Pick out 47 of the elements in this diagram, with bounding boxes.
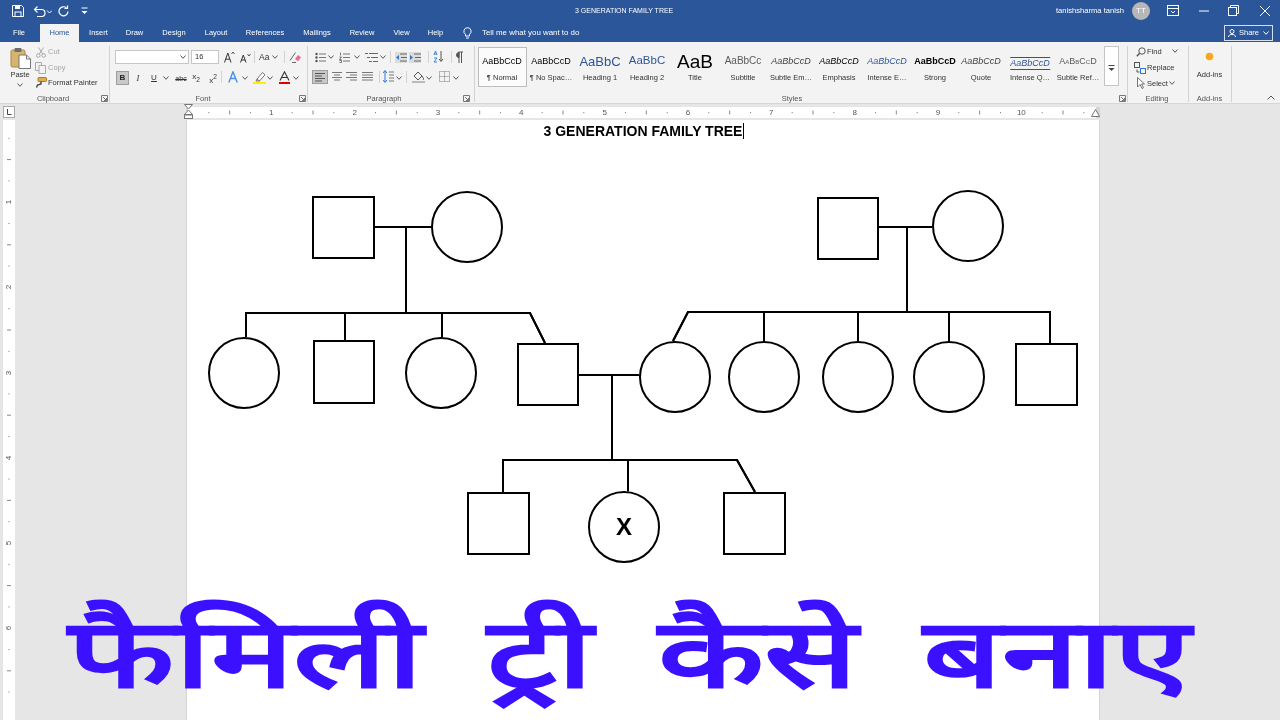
style-preview: AaBbCcD bbox=[1059, 56, 1097, 66]
style-preview: AaBbCc bbox=[724, 56, 762, 66]
ruler-number: 2 bbox=[352, 108, 357, 117]
square-symbol bbox=[313, 340, 375, 404]
connector-line bbox=[906, 226, 1051, 344]
ruler-number: 3 bbox=[435, 108, 441, 117]
ruler-number: 4 bbox=[5, 455, 13, 460]
style-preview: AaBbCcD bbox=[482, 56, 522, 66]
style-preview: AaBbCcD bbox=[1010, 56, 1050, 70]
style-preview: AaB bbox=[677, 51, 713, 71]
square-symbol bbox=[723, 492, 786, 555]
square-symbol bbox=[1015, 343, 1078, 406]
square-symbol bbox=[517, 343, 579, 406]
ruler-number: 9 bbox=[935, 108, 941, 117]
ruler-number: 8 bbox=[852, 108, 857, 117]
connector-line bbox=[405, 226, 546, 344]
square-symbol bbox=[467, 492, 530, 555]
ruler-number: 4 bbox=[519, 108, 524, 117]
italic-label: I bbox=[136, 74, 140, 83]
style-preview: AaBbCcD bbox=[531, 56, 571, 66]
overlay-title: फैमिली ट्री कैसे बनाए bbox=[53, 590, 1205, 720]
ruler-number: 7 bbox=[769, 108, 774, 117]
ruler-number: 1 bbox=[5, 199, 13, 205]
page-title: 3 GENERATION FAMILY TREE bbox=[543, 124, 743, 138]
style-preview: AaBbCcD bbox=[914, 56, 956, 66]
superscript-label: x$^{2}$ bbox=[209, 74, 217, 85]
square-symbol bbox=[312, 196, 375, 259]
change-case-label: Aa bbox=[259, 53, 270, 62]
connector-line bbox=[611, 374, 756, 493]
ruler-number: 2 bbox=[5, 285, 13, 290]
ruler-number: 6 bbox=[5, 625, 13, 631]
style-preview: AaBbCcD bbox=[771, 56, 811, 66]
ruler-number: 5 bbox=[5, 540, 13, 546]
style-preview: AaBbC bbox=[628, 55, 666, 67]
underline-label: U bbox=[151, 74, 157, 82]
style-preview: AaBbC bbox=[579, 54, 621, 68]
style-preview: AaBbCcD bbox=[819, 56, 859, 66]
ruler-number: 3 bbox=[5, 370, 13, 375]
ruler-number: 10 bbox=[1016, 108, 1026, 117]
style-preview: AaBbCcD bbox=[867, 56, 907, 66]
ruler-number: 6 bbox=[685, 108, 691, 117]
ruler-number: 1 bbox=[269, 108, 274, 117]
bold-button: B bbox=[116, 71, 129, 85]
subscript-label: x$_{2}$ bbox=[192, 73, 200, 84]
square-symbol bbox=[817, 197, 879, 260]
style-preview: AaBbCcD bbox=[961, 56, 1001, 66]
ruler-number: 5 bbox=[602, 108, 607, 117]
